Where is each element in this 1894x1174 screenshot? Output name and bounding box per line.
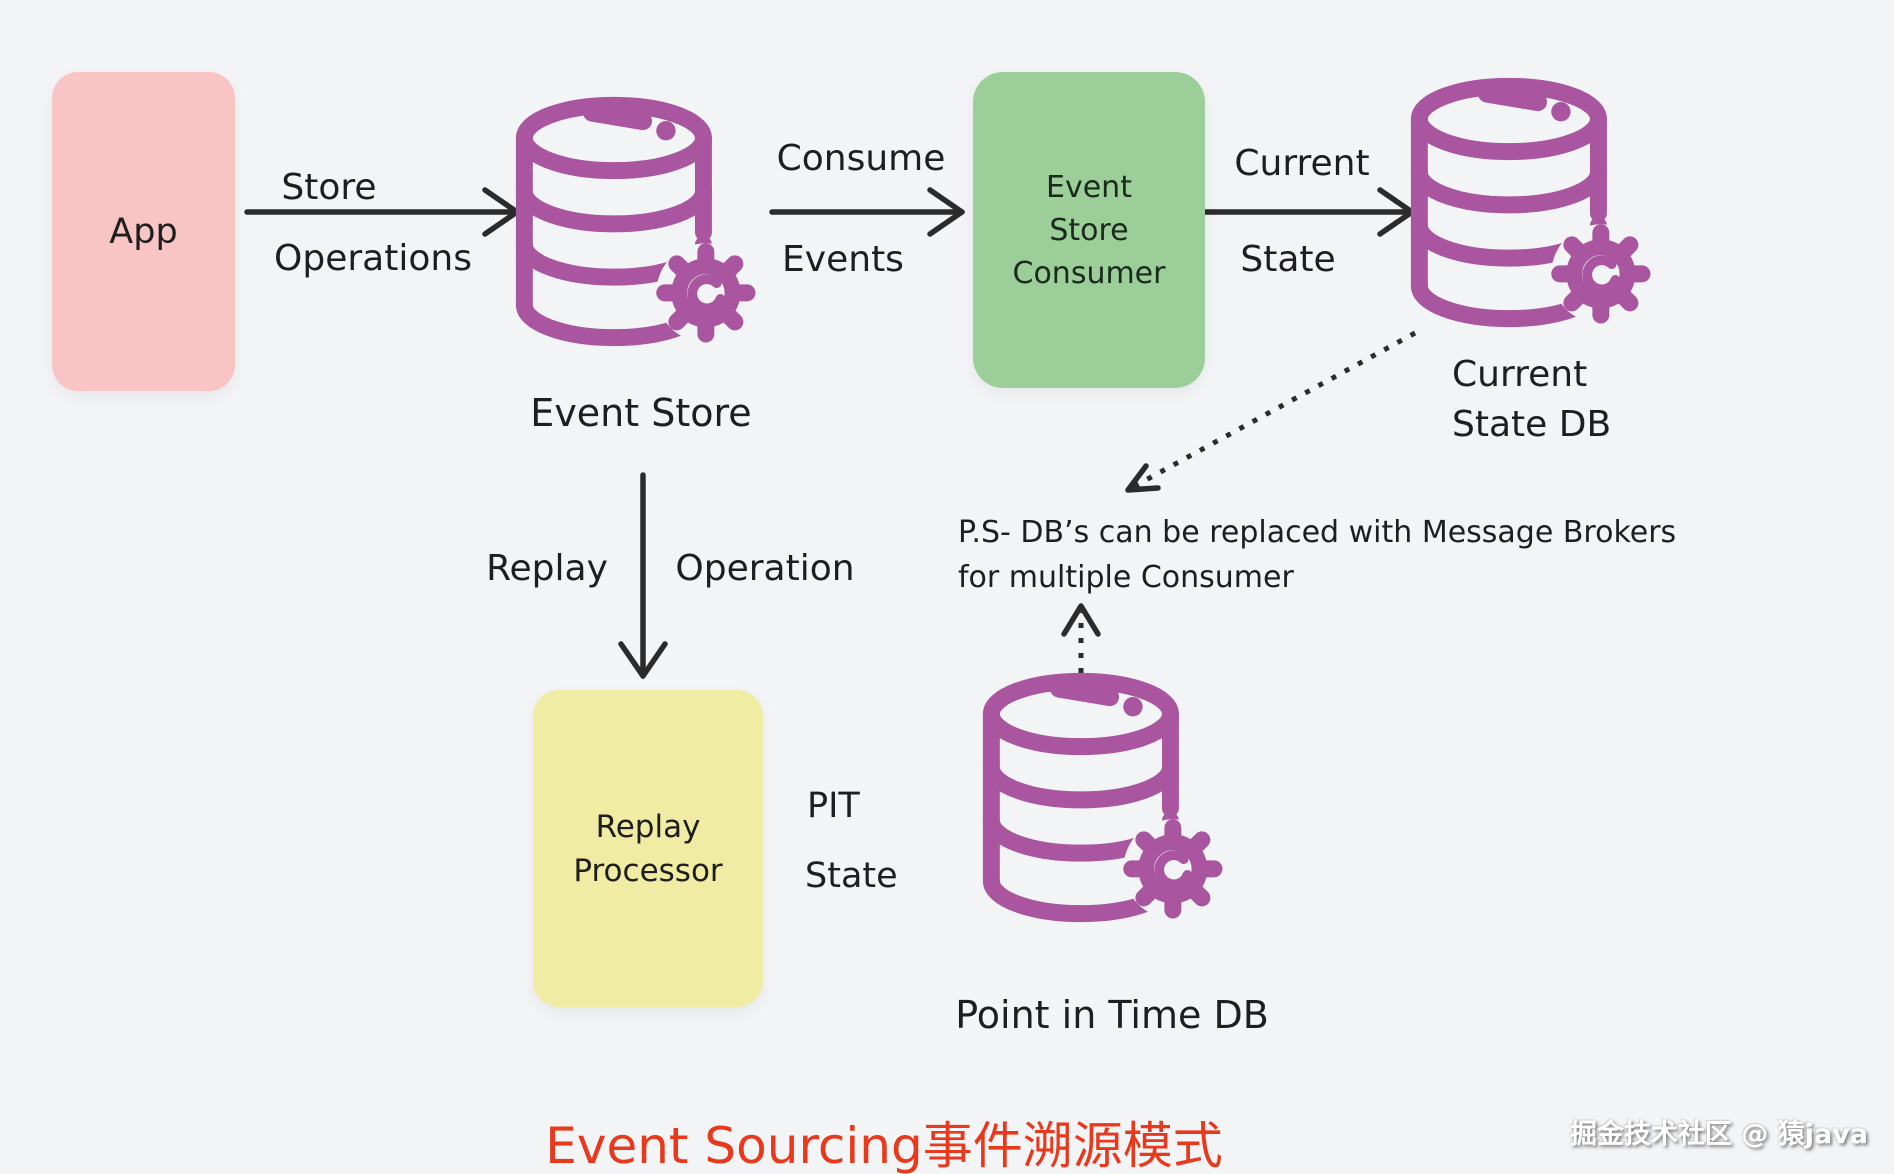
consume-events-label-top: Consume	[776, 138, 946, 179]
replay-processor-node: Replay Processor	[533, 690, 763, 1007]
arrow-replay-operation-head	[618, 641, 668, 679]
replay-processor-label: Replay Processor	[573, 808, 723, 889]
diagram-title: Event Sourcing事件溯源模式	[545, 1117, 1223, 1174]
dashed-arrow-note-head	[1125, 463, 1161, 493]
event-store-consumer-label: Event Store Consumer	[1012, 169, 1166, 291]
store-operations-label-bottom: Operations	[274, 238, 472, 279]
current-state-label-bottom: State	[1240, 239, 1336, 280]
pit-state-label-bottom: State	[805, 856, 898, 896]
store-operations-label-top: Store	[281, 167, 377, 208]
watermark: 掘金技术社区 @ 猿java	[1569, 1119, 1868, 1150]
current-state-label-top: Current	[1234, 143, 1370, 184]
current-state-db-database-gear-icon	[1419, 86, 1650, 323]
replay-operation-label-right: Operation	[675, 548, 855, 589]
pit-state-label-top: PIT	[807, 786, 860, 826]
point-in-time-db-database-gear-icon	[991, 681, 1222, 918]
app-node-label: App	[109, 211, 178, 252]
arrow-consume-events-head	[927, 187, 965, 237]
event-store-consumer-node: Event Store Consumer	[973, 72, 1205, 388]
consume-events-label-bottom: Events	[782, 239, 904, 280]
point-in-time-db-caption: Point in Time DB	[955, 993, 1269, 1037]
ps-note: P.S- DB’s can be replaced with Message B…	[958, 515, 1677, 595]
current-state-db-caption: Current State DB	[1452, 354, 1612, 445]
replay-operation-label-left: Replay	[486, 548, 608, 589]
app-node: App	[52, 72, 235, 391]
event-store-database-gear-icon	[524, 105, 755, 342]
dashed-arrow-pit-head	[1061, 603, 1101, 637]
event-store-caption: Event Store	[530, 391, 752, 435]
